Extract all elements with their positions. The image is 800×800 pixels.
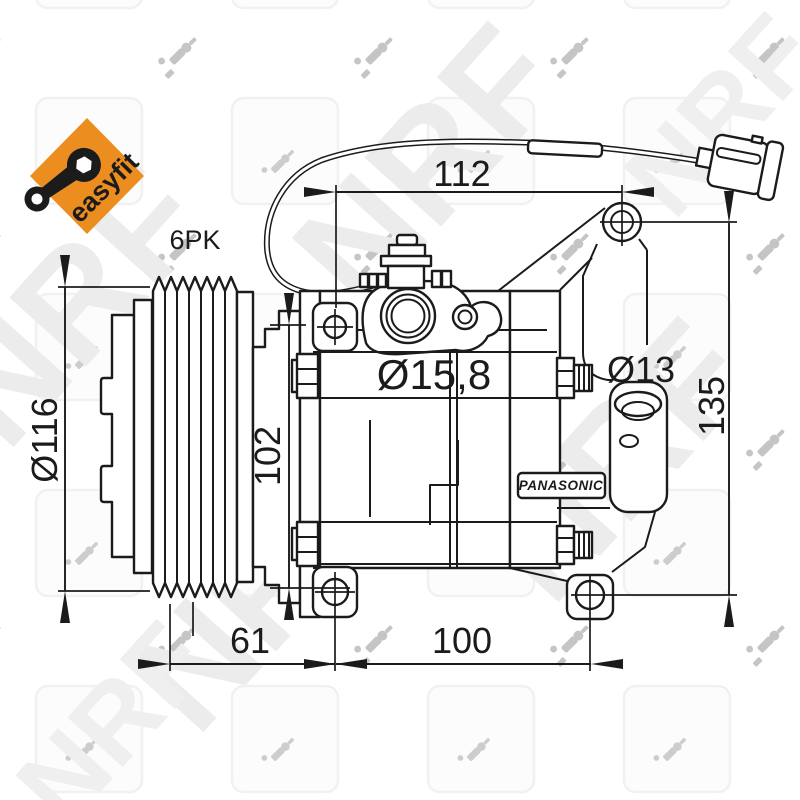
through-bolt-bottom bbox=[290, 520, 594, 568]
pulley-clutch-assembly bbox=[99, 275, 255, 636]
hex-nut bbox=[295, 520, 320, 568]
cable-connector-plug bbox=[694, 133, 785, 202]
dim-116-label: Ø116 bbox=[24, 397, 65, 482]
clutch-disc bbox=[132, 298, 154, 575]
dim-135-label: 135 bbox=[691, 376, 732, 436]
oem-label-plate: PANASONIC bbox=[516, 471, 607, 500]
dim-top-width: 112 bbox=[304, 153, 654, 308]
rear-bracket-and-head bbox=[497, 207, 669, 582]
stud-nut bbox=[555, 524, 576, 566]
dim-112-label: 112 bbox=[433, 153, 490, 194]
discharge-port-diameter-label: Ø13 bbox=[607, 349, 675, 390]
hex-nut bbox=[295, 352, 320, 400]
dim-body-height: 102 bbox=[247, 293, 350, 620]
suction-port bbox=[379, 287, 437, 345]
stud-nut bbox=[555, 356, 576, 400]
dim-mount-width: 100 bbox=[304, 620, 623, 669]
clutch-front-plate bbox=[99, 313, 136, 559]
belt-type-label: 6PK bbox=[169, 225, 220, 255]
dim-102-label: 102 bbox=[247, 426, 288, 486]
mount-lug-top-left bbox=[311, 301, 359, 353]
pulley-groove-lines bbox=[164, 291, 226, 583]
through-bolt-top bbox=[290, 351, 594, 400]
dim-pulley-diameter: Ø116 bbox=[24, 255, 150, 623]
dimension-annotations: 112 135 Ø116 102 61 100 Ø15,8 Ø13 bbox=[24, 153, 734, 671]
cable-splice-sleeve bbox=[526, 139, 604, 158]
suction-port-diameter-label: Ø15,8 bbox=[377, 351, 491, 398]
dim-61-label: 61 bbox=[230, 620, 270, 661]
mount-lug-bottom-left bbox=[311, 565, 359, 671]
control-valve-fitting bbox=[358, 233, 453, 290]
dim-mount-height: 135 bbox=[691, 191, 734, 627]
rear-body-block bbox=[508, 289, 562, 570]
wrench-icon bbox=[24, 147, 101, 212]
compressor-body bbox=[251, 185, 737, 671]
dim-100-label: 100 bbox=[432, 620, 492, 661]
bolt-hole bbox=[451, 303, 479, 331]
oem-label-text: PANASONIC bbox=[519, 478, 604, 493]
mount-lug-bottom-right bbox=[565, 573, 737, 671]
